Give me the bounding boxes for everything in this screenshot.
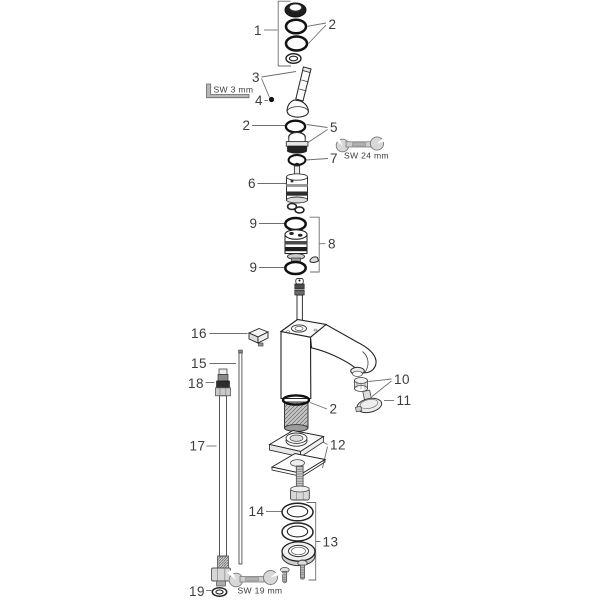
callout-2-top: 2 [329, 17, 337, 32]
callout-17: 17 [189, 439, 205, 454]
cartridge-spindle [294, 278, 305, 333]
handle-lever [286, 66, 312, 118]
fiber-washer [281, 502, 314, 522]
callout-2-shank: 2 [330, 402, 338, 417]
aerator-insert [354, 377, 368, 392]
supply-hose [211, 368, 231, 587]
check-valve [284, 229, 308, 263]
mounting-flange [281, 541, 316, 567]
callout-labels: 1 2 3 4 2 5 7 6 9 8 9 16 15 18 10 11 2 1… [188, 17, 412, 599]
callout-19: 19 [189, 584, 205, 599]
tool-labels: SW 3 mm SW 24 mm SW 19 mm [214, 85, 389, 596]
grub-screw [268, 96, 275, 103]
cartridge-retaining-cap [285, 131, 309, 154]
aerator-ring [284, 2, 307, 18]
callout-9-bottom: 9 [249, 260, 257, 275]
hose-seal-washer [211, 586, 228, 598]
cartridge [286, 162, 308, 214]
callout-11: 11 [397, 393, 412, 408]
callout-10: 10 [394, 372, 410, 387]
mounting-stud-and-nut [290, 465, 310, 501]
flange-screw-right [297, 559, 308, 580]
handle-clip [247, 328, 270, 347]
hex-key-size-label: SW 3 mm [214, 85, 254, 95]
callout-7: 7 [330, 151, 338, 166]
callout-12: 12 [330, 438, 346, 453]
o-ring-large-2 [284, 35, 309, 52]
callout-16: 16 [191, 326, 207, 341]
faucet-body [279, 318, 377, 400]
o-ring-mid [284, 119, 307, 134]
hex-key-icon [206, 83, 250, 99]
open-end-wrench-24-icon [333, 135, 390, 153]
callout-3: 3 [252, 70, 260, 85]
o-ring-9-bottom [284, 260, 307, 276]
grooved-ring-small [285, 53, 302, 65]
open-end-wrench-19-icon [226, 569, 284, 588]
callout-8: 8 [328, 237, 336, 252]
callout-9-top: 9 [249, 216, 257, 231]
retaining-clip [309, 256, 320, 263]
callout-4: 4 [255, 93, 263, 108]
callout-1: 1 [254, 23, 262, 38]
aerator-key [354, 389, 383, 414]
callout-2-mid: 2 [242, 118, 250, 133]
o-ring-large-1 [284, 18, 308, 35]
callout-15: 15 [191, 356, 207, 371]
callout-13: 13 [323, 535, 339, 550]
pull-rod [238, 349, 243, 565]
flange-screw-left [279, 567, 290, 584]
rubber-washer [281, 522, 314, 542]
wrench-24-size-label: SW 24 mm [344, 151, 389, 161]
threaded-shank [281, 394, 311, 432]
spout-aerator-collar [350, 366, 365, 377]
wrench-19-size-label: SW 19 mm [238, 586, 283, 596]
callout-5: 5 [330, 120, 338, 135]
callout-6: 6 [248, 176, 256, 191]
callout-14: 14 [248, 504, 264, 519]
base-plate-escutcheon [268, 429, 325, 458]
callout-18: 18 [188, 376, 204, 391]
o-ring-9-top [284, 216, 307, 232]
